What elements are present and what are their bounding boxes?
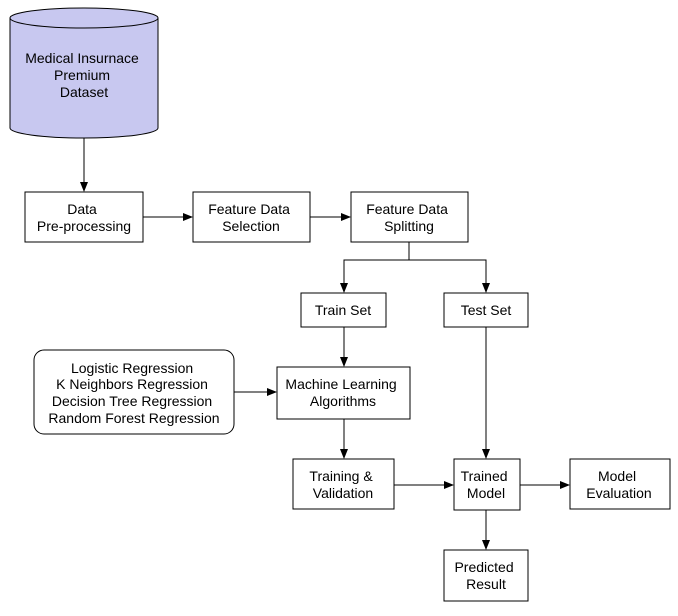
feature-selection-label-line: Feature Data bbox=[208, 201, 290, 217]
feature-selection-box bbox=[192, 191, 311, 243]
algorithms-list-box bbox=[33, 349, 235, 435]
predicted-result-label-line: Result bbox=[466, 576, 506, 592]
dataset-label-line: Premium bbox=[54, 67, 110, 83]
preprocessing-label: Data Pre-processing bbox=[37, 201, 131, 234]
training-validation-label-line: Training & bbox=[309, 468, 373, 484]
feature-selection-label-line: Selection bbox=[222, 218, 280, 234]
feature-splitting-label-line: Splitting bbox=[384, 218, 434, 234]
algorithms-list-item: Logistic Regression bbox=[71, 360, 193, 376]
test-set-node: Test Set bbox=[443, 292, 529, 328]
trained-model-label-line: Trained bbox=[461, 468, 508, 484]
algorithms-list-label: Logistic Regression K Neighbors Regressi… bbox=[48, 360, 219, 426]
model-evaluation-label-line: Model bbox=[598, 468, 636, 484]
model-evaluation-box bbox=[569, 458, 671, 510]
algorithms-list-item: Random Forest Regression bbox=[48, 410, 219, 426]
model-evaluation-label-line: Evaluation bbox=[586, 485, 651, 501]
trained-model-label: Trained Model bbox=[461, 468, 512, 501]
predicted-result-node: Predicted Result bbox=[443, 549, 529, 602]
model-evaluation-node: Model Evaluation bbox=[569, 458, 671, 510]
preprocessing-label-line: Pre-processing bbox=[37, 218, 131, 234]
train-set-node: Train Set bbox=[300, 292, 387, 328]
feature-selection-node: Feature Data Selection bbox=[192, 191, 311, 243]
trained-model-label-line: Model bbox=[467, 485, 505, 501]
ml-algorithms-label-line: Machine Learning bbox=[285, 376, 396, 392]
dataset-label-line: Medical Insurnace bbox=[25, 50, 139, 66]
dataset-label: Medical Insurnace Premium Dataset bbox=[25, 50, 143, 100]
dataset-label-line: Dataset bbox=[60, 84, 108, 100]
feature-selection-label: Feature Data Selection bbox=[208, 201, 294, 234]
algorithms-list-item: K Neighbors Regression bbox=[56, 376, 208, 392]
dataset-cylinder-shape bbox=[9, 18, 159, 139]
test-set-box bbox=[443, 292, 529, 328]
test-set-label: Test Set bbox=[461, 302, 512, 318]
ml-algorithms-label-line: Algorithms bbox=[310, 393, 376, 409]
predicted-result-label: Predicted Result bbox=[454, 559, 517, 592]
algorithms-list-node: Logistic Regression K Neighbors Regressi… bbox=[33, 349, 235, 435]
flowchart-nodes: Medical Insurnace Premium Dataset Data P… bbox=[9, 7, 671, 602]
ml-algorithms-label: Machine Learning Algorithms bbox=[285, 376, 400, 409]
train-set-box bbox=[300, 292, 387, 328]
dataset-cylinder-top bbox=[9, 7, 159, 29]
algorithms-list-item: Decision Tree Regression bbox=[52, 393, 212, 409]
test-set-label-line: Test Set bbox=[461, 302, 512, 318]
model-evaluation-label: Model Evaluation bbox=[586, 468, 651, 501]
training-validation-box bbox=[292, 458, 395, 510]
feature-splitting-label-line: Feature Data bbox=[366, 201, 448, 217]
feature-splitting-box bbox=[350, 191, 469, 243]
training-validation-node: Training & Validation bbox=[292, 458, 395, 510]
predicted-result-label-line: Predicted bbox=[454, 559, 513, 575]
train-set-label-line: Train Set bbox=[315, 302, 371, 318]
dataset-node: Medical Insurnace Premium Dataset bbox=[9, 7, 159, 139]
feature-splitting-label: Feature Data Splitting bbox=[366, 201, 452, 234]
training-validation-label-line: Validation bbox=[313, 485, 373, 501]
connector-lines bbox=[80, 138, 570, 550]
preprocessing-label-line: Data bbox=[67, 201, 97, 217]
arrow-splitting-to-test-set bbox=[409, 259, 490, 293]
trained-model-box bbox=[453, 458, 521, 511]
feature-splitting-node: Feature Data Splitting bbox=[350, 191, 469, 243]
train-set-label: Train Set bbox=[315, 302, 371, 318]
trained-model-node: Trained Model bbox=[453, 458, 521, 511]
preprocessing-box bbox=[24, 191, 144, 243]
ml-algorithms-node: Machine Learning Algorithms bbox=[276, 366, 411, 420]
predicted-result-box bbox=[443, 549, 529, 602]
ml-algorithms-box bbox=[276, 366, 411, 420]
arrow-splitting-to-train-set bbox=[340, 242, 410, 293]
training-validation-label: Training & Validation bbox=[309, 468, 376, 501]
preprocessing-node: Data Pre-processing bbox=[24, 191, 144, 243]
